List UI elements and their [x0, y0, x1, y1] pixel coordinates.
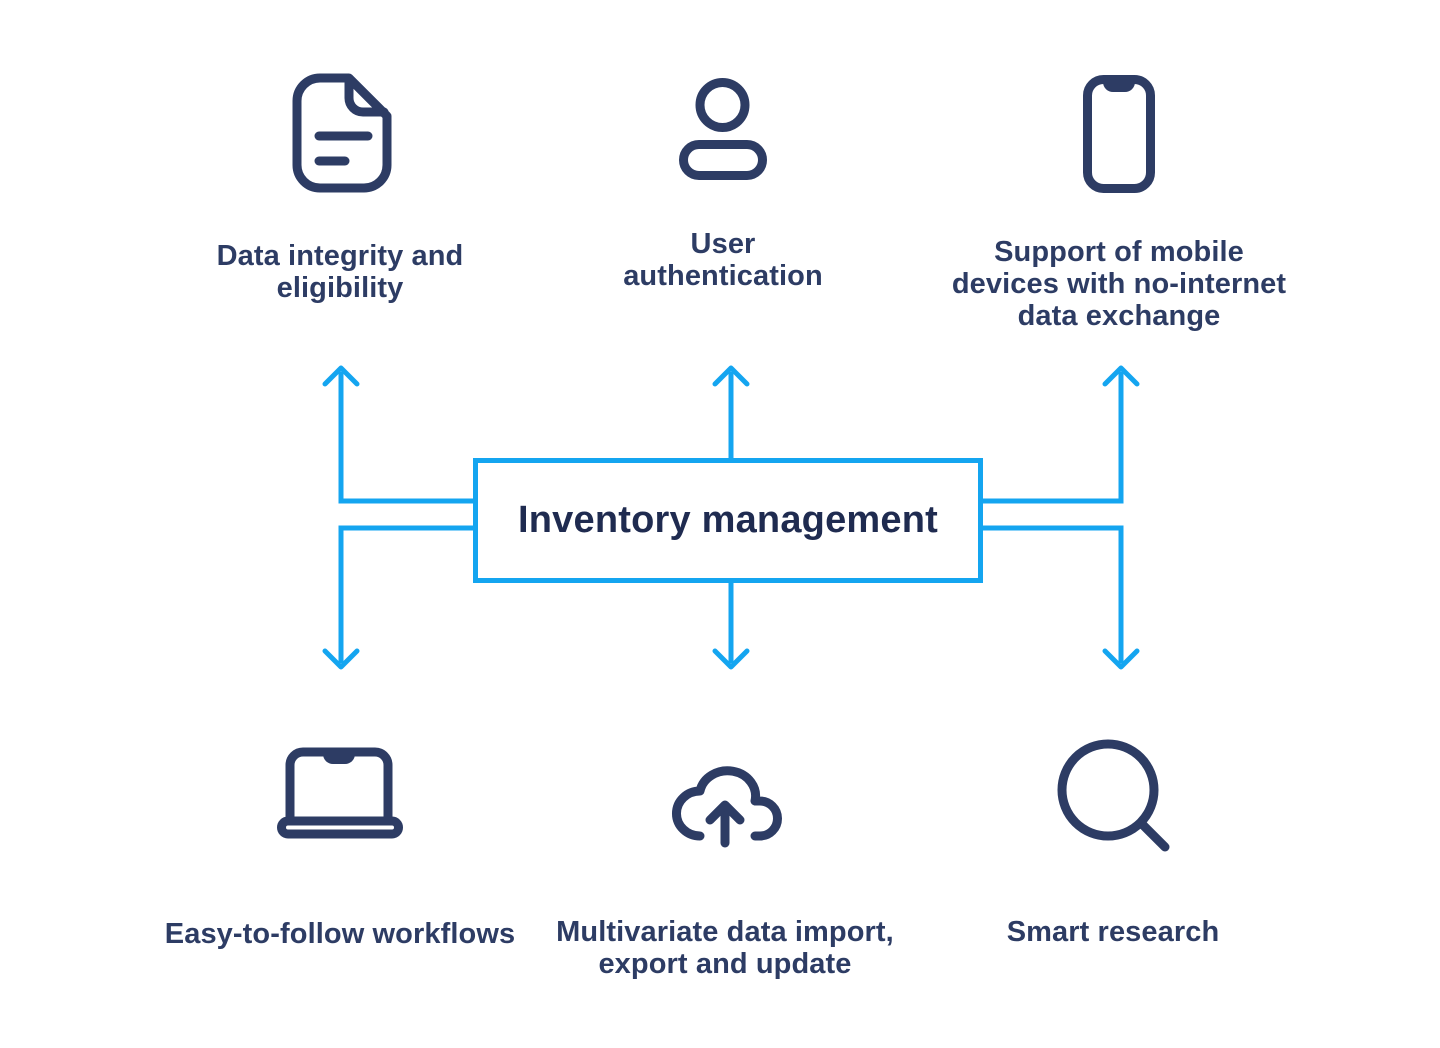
- inventory-management-node: Inventory management: [473, 458, 983, 583]
- search-icon: [1055, 738, 1171, 856]
- connector-center-up: [712, 365, 750, 459]
- laptop-icon: [277, 747, 403, 839]
- feature-mobile-support: Support of mobile devices with no-intern…: [899, 75, 1339, 332]
- connector-right-up: [983, 365, 1140, 504]
- arrow-down-icon: [322, 648, 360, 670]
- connector-left-up: [322, 365, 473, 504]
- user-icon: [678, 78, 768, 180]
- feature-workflows: Easy-to-follow workflows: [120, 747, 560, 950]
- arrow-up-icon: [322, 365, 360, 387]
- feature-data-integrity: Data integrity and eligibility: [120, 73, 560, 304]
- arrow-up-icon: [1102, 365, 1140, 387]
- arrow-down-icon: [712, 648, 750, 670]
- document-icon: [289, 73, 392, 193]
- feature-label: Multivariate data import, export and upd…: [556, 916, 894, 980]
- diagram-title: Inventory management: [518, 499, 938, 541]
- feature-label: Easy-to-follow workflows: [164, 918, 516, 950]
- feature-label: Data integrity and eligibility: [216, 240, 464, 304]
- feature-label: Support of mobile devices with no-intern…: [951, 236, 1287, 332]
- arrow-down-icon: [1102, 648, 1140, 670]
- feature-smart-research: Smart research: [893, 738, 1333, 948]
- cloud-upload-icon: [664, 752, 786, 848]
- arrow-up-icon: [712, 365, 750, 387]
- feature-data-import-export: Multivariate data import, export and upd…: [505, 752, 945, 980]
- feature-label: User authentication: [623, 228, 823, 292]
- connector-left-down: [322, 525, 473, 670]
- smartphone-icon: [1083, 75, 1155, 193]
- feature-label: Smart research: [1006, 916, 1220, 948]
- connector-right-down: [983, 525, 1140, 670]
- connector-center-down: [712, 582, 750, 670]
- feature-user-authentication: User authentication: [503, 78, 943, 292]
